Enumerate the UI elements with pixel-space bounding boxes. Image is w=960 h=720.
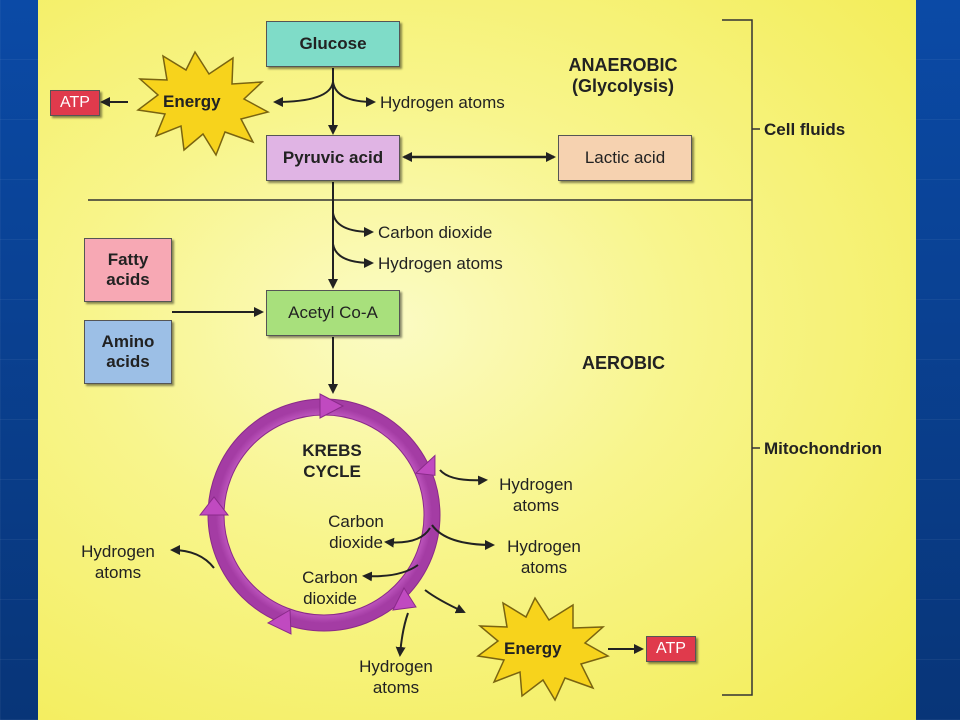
krebs-arrowhead-left xyxy=(198,496,230,516)
krebs-hydrogen-2-line-1: Hydrogen xyxy=(507,537,581,556)
arrow-to-hydrogen-mid xyxy=(332,243,374,268)
energy-label-top: Energy xyxy=(163,92,221,111)
atp-box-bottom: ATP xyxy=(646,636,696,662)
arrow-krebs-co2-2 xyxy=(362,564,419,582)
krebs-cycle-label: KREBS CYCLE xyxy=(292,440,372,482)
krebs-carbon-dioxide-2-label: Carbon dioxide xyxy=(290,567,370,609)
lactic-acid-box: Lactic acid xyxy=(558,135,692,181)
krebs-hydrogen-1-line-1: Hydrogen xyxy=(499,475,573,494)
anaerobic-heading-line-1: ANAEROBIC xyxy=(568,55,678,75)
krebs-cycle-line-1: KREBS xyxy=(302,441,362,460)
arrow-krebs-co2-1 xyxy=(384,527,431,548)
arrow-krebs-h-left xyxy=(170,545,215,569)
krebs-hydrogen-2-line-2: atoms xyxy=(520,558,568,577)
aerobic-heading: AEROBIC xyxy=(582,353,666,373)
amino-acids-line-2: acids xyxy=(106,352,150,371)
energy-burst-bottom xyxy=(476,596,610,702)
krebs-hydrogen-left-line-2: atoms xyxy=(94,563,142,582)
krebs-hydrogen-2-label: Hydrogen atoms xyxy=(496,536,592,578)
arrow-krebs-h2 xyxy=(431,524,495,550)
arrow-krebs-h1 xyxy=(439,469,488,486)
hydrogen-atoms-top-label: Hydrogen atoms xyxy=(380,93,505,112)
atp-box-top: ATP xyxy=(50,90,100,116)
amino-acids-line-1: Amino xyxy=(101,332,155,351)
section-bracket xyxy=(722,19,753,696)
krebs-arrowhead-bottom xyxy=(266,609,292,635)
arrow-krebs-h-bottom xyxy=(395,612,409,657)
krebs-hydrogen-left-label: Hydrogen atoms xyxy=(70,541,166,583)
krebs-hydrogen-bottom-line-1: Hydrogen xyxy=(359,657,433,676)
arrow-krebs-to-energy xyxy=(424,589,466,614)
krebs-cycle-line-2: CYCLE xyxy=(303,462,361,481)
energy-label-bottom: Energy xyxy=(504,639,562,658)
glucose-box: Glucose xyxy=(266,21,400,67)
pyruvic-acid-box: Pyruvic acid xyxy=(266,135,400,181)
fatty-acids-line-2: acids xyxy=(106,270,150,289)
krebs-arrowhead-lower-right xyxy=(392,586,417,611)
arrow-to-energy-top xyxy=(273,81,334,107)
arrow-to-carbon-dioxide-mid xyxy=(332,212,374,237)
krebs-hydrogen-1-label: Hydrogen atoms xyxy=(488,474,584,516)
krebs-hydrogen-1-line-2: atoms xyxy=(512,496,560,515)
krebs-carbon-dioxide-1-label: Carbon dioxide xyxy=(316,511,396,553)
hydrogen-atoms-mid-label: Hydrogen atoms xyxy=(378,254,503,273)
krebs-arrowhead-top xyxy=(319,393,345,419)
cell-fluids-label: Cell fluids xyxy=(764,120,846,139)
krebs-carbon-dioxide-2-line-1: Carbon xyxy=(302,568,358,587)
krebs-hydrogen-bottom-line-2: atoms xyxy=(372,678,420,697)
krebs-carbon-dioxide-2-line-2: dioxide xyxy=(303,589,357,608)
krebs-hydrogen-left-line-1: Hydrogen xyxy=(81,542,155,561)
fatty-acids-box: Fatty acids xyxy=(84,238,172,302)
krebs-hydrogen-bottom-label: Hydrogen atoms xyxy=(348,656,444,698)
anaerobic-heading: ANAEROBIC (Glycolysis) xyxy=(548,55,698,97)
amino-acids-box: Amino acids xyxy=(84,320,172,384)
krebs-carbon-dioxide-1-line-2: dioxide xyxy=(329,533,383,552)
krebs-carbon-dioxide-1-line-1: Carbon xyxy=(328,512,384,531)
fatty-acids-line-1: Fatty xyxy=(107,250,149,269)
anaerobic-heading-line-2: (Glycolysis) xyxy=(571,76,675,96)
energy-burst-top xyxy=(136,50,271,157)
carbon-dioxide-mid-label: Carbon dioxide xyxy=(378,223,493,242)
arrow-to-hydrogen-top xyxy=(332,81,376,107)
mitochondrion-label: Mitochondrion xyxy=(764,439,883,458)
acetyl-coa-box: Acetyl Co-A xyxy=(266,290,400,336)
krebs-arrowhead-right xyxy=(414,454,436,476)
